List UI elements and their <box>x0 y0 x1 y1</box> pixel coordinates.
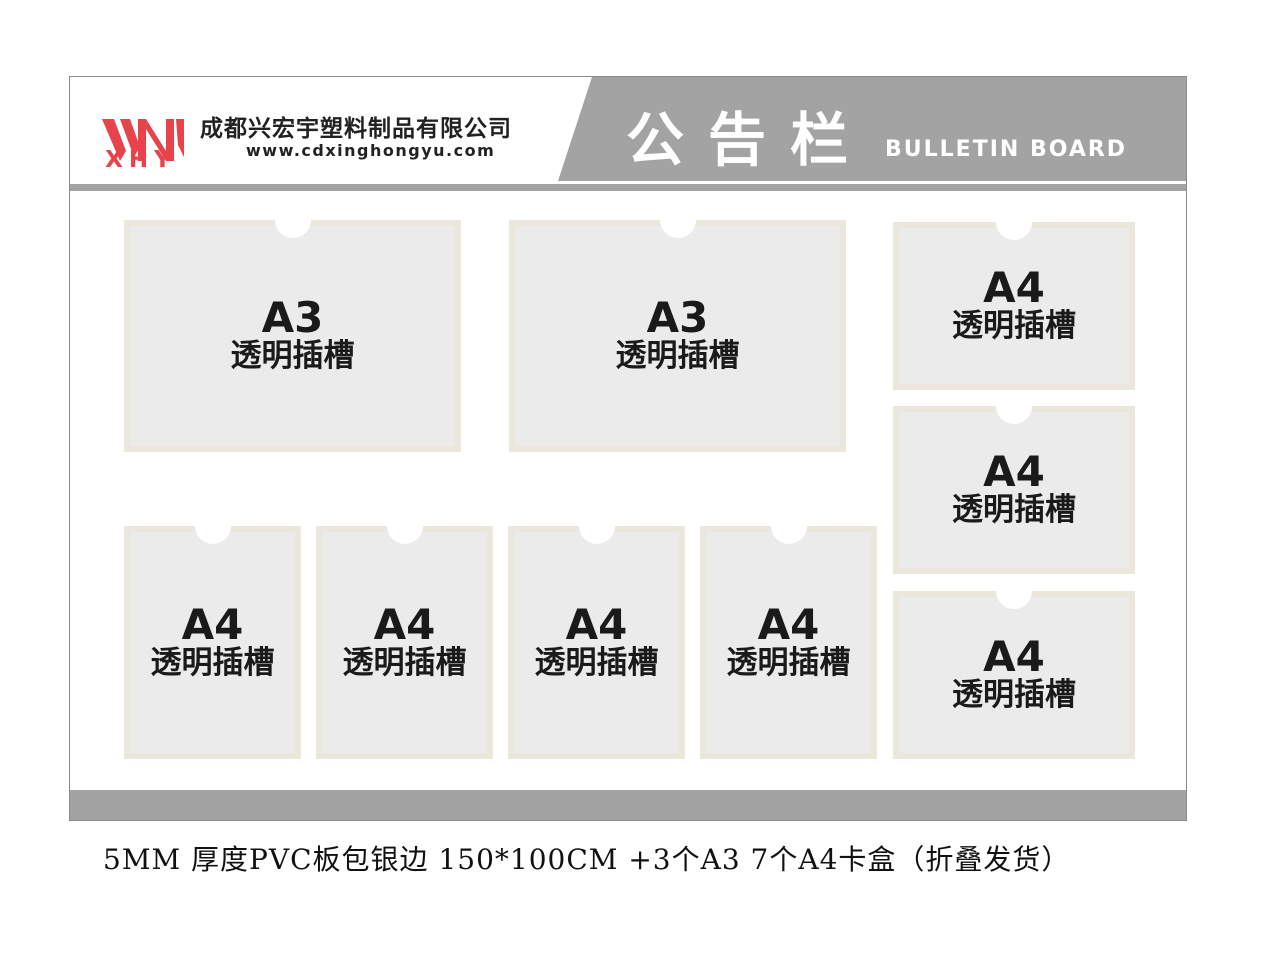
board-title: 公告栏 <box>626 106 873 174</box>
slot-notch <box>194 526 231 544</box>
slot-label: A4 透明插槽 <box>514 599 679 681</box>
company-name: 成都兴宏宇塑料制品有限公司 <box>200 116 512 142</box>
slot-notch <box>996 591 1032 609</box>
header-band: XHY 成都兴宏宇塑料制品有限公司 www.cdxinghongyu.com 公… <box>70 77 1186 181</box>
slot-a4-right-3: A4 透明插槽 <box>893 591 1135 759</box>
header-divider <box>70 184 1186 191</box>
slot-desc: 透明插槽 <box>342 644 467 681</box>
slot-a4-bottom-4: A4 透明插槽 <box>700 526 877 759</box>
slot-size: A4 <box>757 599 820 649</box>
slot-label: A3 透明插槽 <box>515 293 840 375</box>
slot-desc: 透明插槽 <box>952 492 1076 528</box>
slot-size: A4 <box>565 599 628 649</box>
slot-desc: 透明插槽 <box>534 644 659 681</box>
slot-size: A4 <box>181 599 244 649</box>
slot-a4-bottom-1: A4 透明插槽 <box>124 526 301 759</box>
slot-notch <box>386 526 423 544</box>
board-title-english: BULLETIN BOARD <box>885 137 1128 162</box>
slot-a3-1: A3 透明插槽 <box>124 220 461 452</box>
slot-a4-right-2: A4 透明插槽 <box>893 406 1135 574</box>
slot-desc: 透明插槽 <box>952 308 1076 344</box>
slot-desc: 透明插槽 <box>726 644 851 681</box>
slot-size: A3 <box>646 293 709 342</box>
slot-desc: 透明插槽 <box>230 338 355 374</box>
slot-label: A4 透明插槽 <box>130 599 295 681</box>
slot-label: A4 透明插槽 <box>899 632 1129 714</box>
slot-size: A3 <box>261 293 324 342</box>
slot-label: A4 透明插槽 <box>899 447 1129 529</box>
slot-label: A4 透明插槽 <box>706 599 871 681</box>
slot-a4-bottom-3: A4 透明插槽 <box>508 526 685 759</box>
footer-band <box>70 790 1186 820</box>
slot-notch <box>996 222 1032 240</box>
slot-a4-bottom-2: A4 透明插槽 <box>316 526 493 759</box>
title-panel <box>558 77 1186 181</box>
company-website: www.cdxinghongyu.com <box>246 141 496 160</box>
slot-desc: 透明插槽 <box>150 644 275 681</box>
slot-notch <box>996 406 1032 424</box>
xhy-logo-icon <box>102 119 184 161</box>
slot-size: A4 <box>373 599 436 649</box>
slot-notch <box>659 220 696 238</box>
slot-notch <box>770 526 807 544</box>
slot-desc: 透明插槽 <box>952 677 1076 713</box>
slot-a3-2: A3 透明插槽 <box>509 220 846 452</box>
slot-desc: 透明插槽 <box>615 338 740 374</box>
logo-letters: XHY <box>105 147 177 173</box>
slot-size: A4 <box>983 447 1045 496</box>
slot-notch <box>578 526 615 544</box>
bulletin-board: XHY 成都兴宏宇塑料制品有限公司 www.cdxinghongyu.com 公… <box>69 76 1187 821</box>
slot-label: A4 透明插槽 <box>899 263 1129 345</box>
slot-size: A4 <box>983 632 1045 681</box>
product-caption: 5MM 厚度PVC板包银边 150*100CM +3个A3 7个A4卡盒（折叠发… <box>103 843 1071 876</box>
slot-label: A3 透明插槽 <box>130 293 455 375</box>
slot-a4-right-1: A4 透明插槽 <box>893 222 1135 390</box>
slot-size: A4 <box>983 263 1045 312</box>
slot-label: A4 透明插槽 <box>322 599 487 681</box>
slot-notch <box>274 220 311 238</box>
